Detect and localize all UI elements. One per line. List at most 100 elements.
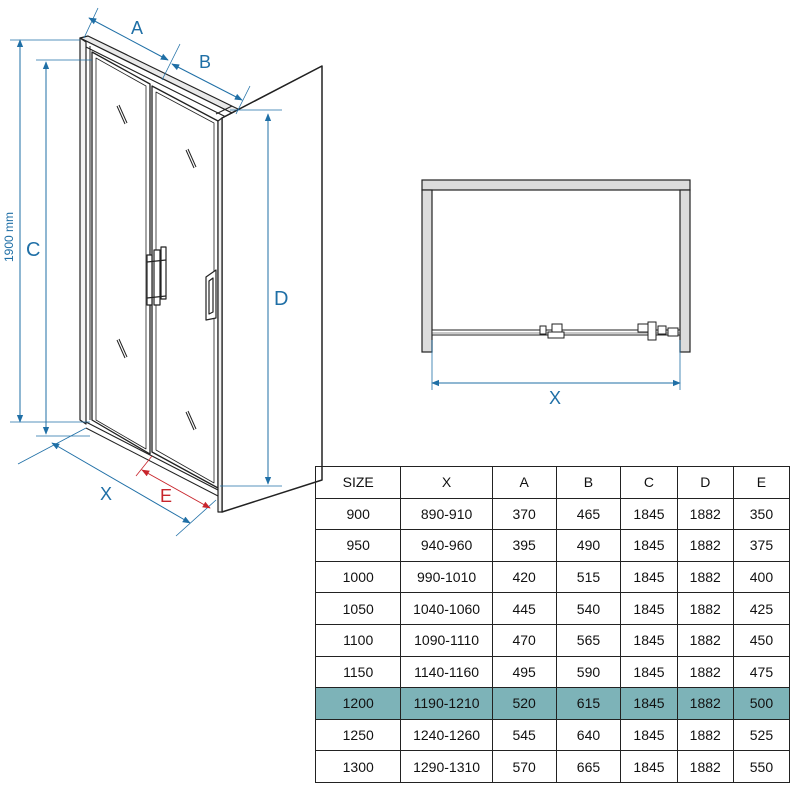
table-cell: 515 <box>555 560 622 594</box>
table-cell: 540 <box>555 592 622 625</box>
table-cell: 890-910 <box>400 497 493 531</box>
table-cell: 395 <box>491 529 557 562</box>
table-cell: 1845 <box>620 497 678 531</box>
plan-view <box>421 179 691 353</box>
plan-x-dimension <box>431 340 681 390</box>
table-cell: 1140-1160 <box>400 655 493 689</box>
dimension-lines <box>10 7 282 537</box>
table-cell: 1882 <box>676 718 734 752</box>
side-handle <box>205 269 217 321</box>
table-cell: 1845 <box>620 655 678 689</box>
table-cell: 495 <box>491 655 557 689</box>
table-cell: 525 <box>732 718 791 752</box>
column-header: SIZE <box>314 466 402 499</box>
column-header: D <box>676 466 734 499</box>
table-cell: 1200 <box>314 687 402 720</box>
table-cell: 990-1010 <box>400 560 493 594</box>
table-cell: 615 <box>555 687 622 720</box>
table-cell: 665 <box>555 750 622 783</box>
table-cell: 640 <box>555 718 622 752</box>
table-cell: 1882 <box>676 592 734 625</box>
table-cell: 1845 <box>620 623 678 657</box>
label-x: X <box>100 484 112 504</box>
label-e: E <box>160 486 172 506</box>
table-cell: 1845 <box>620 687 678 720</box>
table-cell: 490 <box>555 529 622 562</box>
table-cell: 465 <box>555 497 622 531</box>
table-cell: 500 <box>732 687 791 720</box>
table-cell: 1040-1060 <box>400 592 493 625</box>
table-cell: 565 <box>555 623 622 657</box>
table-cell: 545 <box>491 718 557 752</box>
e-dimension-line <box>135 455 211 509</box>
table-cell: 1845 <box>620 592 678 625</box>
fixed-panel <box>91 51 151 455</box>
table-cell: 1290-1310 <box>400 750 493 783</box>
side-panel <box>215 65 323 513</box>
table-cell: 370 <box>491 497 557 531</box>
table-cell: 1300 <box>314 750 402 783</box>
table-cell: 1845 <box>620 750 678 783</box>
left-profile <box>79 37 91 425</box>
table-cell: 570 <box>491 750 557 783</box>
table-cell: 1845 <box>620 529 678 562</box>
table-cell: 1882 <box>676 623 734 657</box>
table-cell: 950 <box>314 529 402 562</box>
table-cell: 550 <box>732 750 791 783</box>
table-cell: 590 <box>555 655 622 689</box>
table-cell: 1090-1110 <box>400 623 493 657</box>
table-cell: 1882 <box>676 529 734 562</box>
table-cell: 375 <box>732 529 791 562</box>
table-cell: 1150 <box>314 655 402 689</box>
label-d: D <box>274 288 288 310</box>
table-cell: 450 <box>732 623 791 657</box>
label-c: C <box>26 239 40 261</box>
table-cell: 445 <box>491 592 557 625</box>
table-cell: 900 <box>314 497 402 531</box>
table-cell: 1250 <box>314 718 402 752</box>
table-cell: 1882 <box>676 687 734 720</box>
label-b: B <box>199 52 211 72</box>
table-cell: 1190-1210 <box>400 687 493 720</box>
table-cell: 1000 <box>314 560 402 594</box>
table-cell: 1882 <box>676 655 734 689</box>
table-cell: 1845 <box>620 718 678 752</box>
table-cell: 350 <box>732 497 791 531</box>
label-height: 1900 mm <box>2 212 16 262</box>
label-a: A <box>131 18 143 38</box>
table-cell: 470 <box>491 623 557 657</box>
table-cell: 520 <box>491 687 557 720</box>
table-cell: 425 <box>732 592 791 625</box>
table-cell: 475 <box>732 655 791 689</box>
glass-reflection-marks <box>116 104 197 431</box>
table-cell: 420 <box>491 560 557 594</box>
table-cell: 940-960 <box>400 529 493 562</box>
column-header: X <box>400 466 493 499</box>
column-header: B <box>555 466 622 499</box>
table-cell: 1882 <box>676 497 734 531</box>
column-header: A <box>491 466 557 499</box>
table-cell: 1882 <box>676 560 734 594</box>
column-header: E <box>732 466 791 499</box>
table-cell: 400 <box>732 560 791 594</box>
door-handle <box>146 246 167 306</box>
table-cell: 1100 <box>314 623 402 657</box>
table-cell: 1882 <box>676 750 734 783</box>
table-cell: 1050 <box>314 592 402 625</box>
table-cell: 1240-1260 <box>400 718 493 752</box>
column-header: C <box>620 466 678 499</box>
isometric-view <box>79 35 323 513</box>
